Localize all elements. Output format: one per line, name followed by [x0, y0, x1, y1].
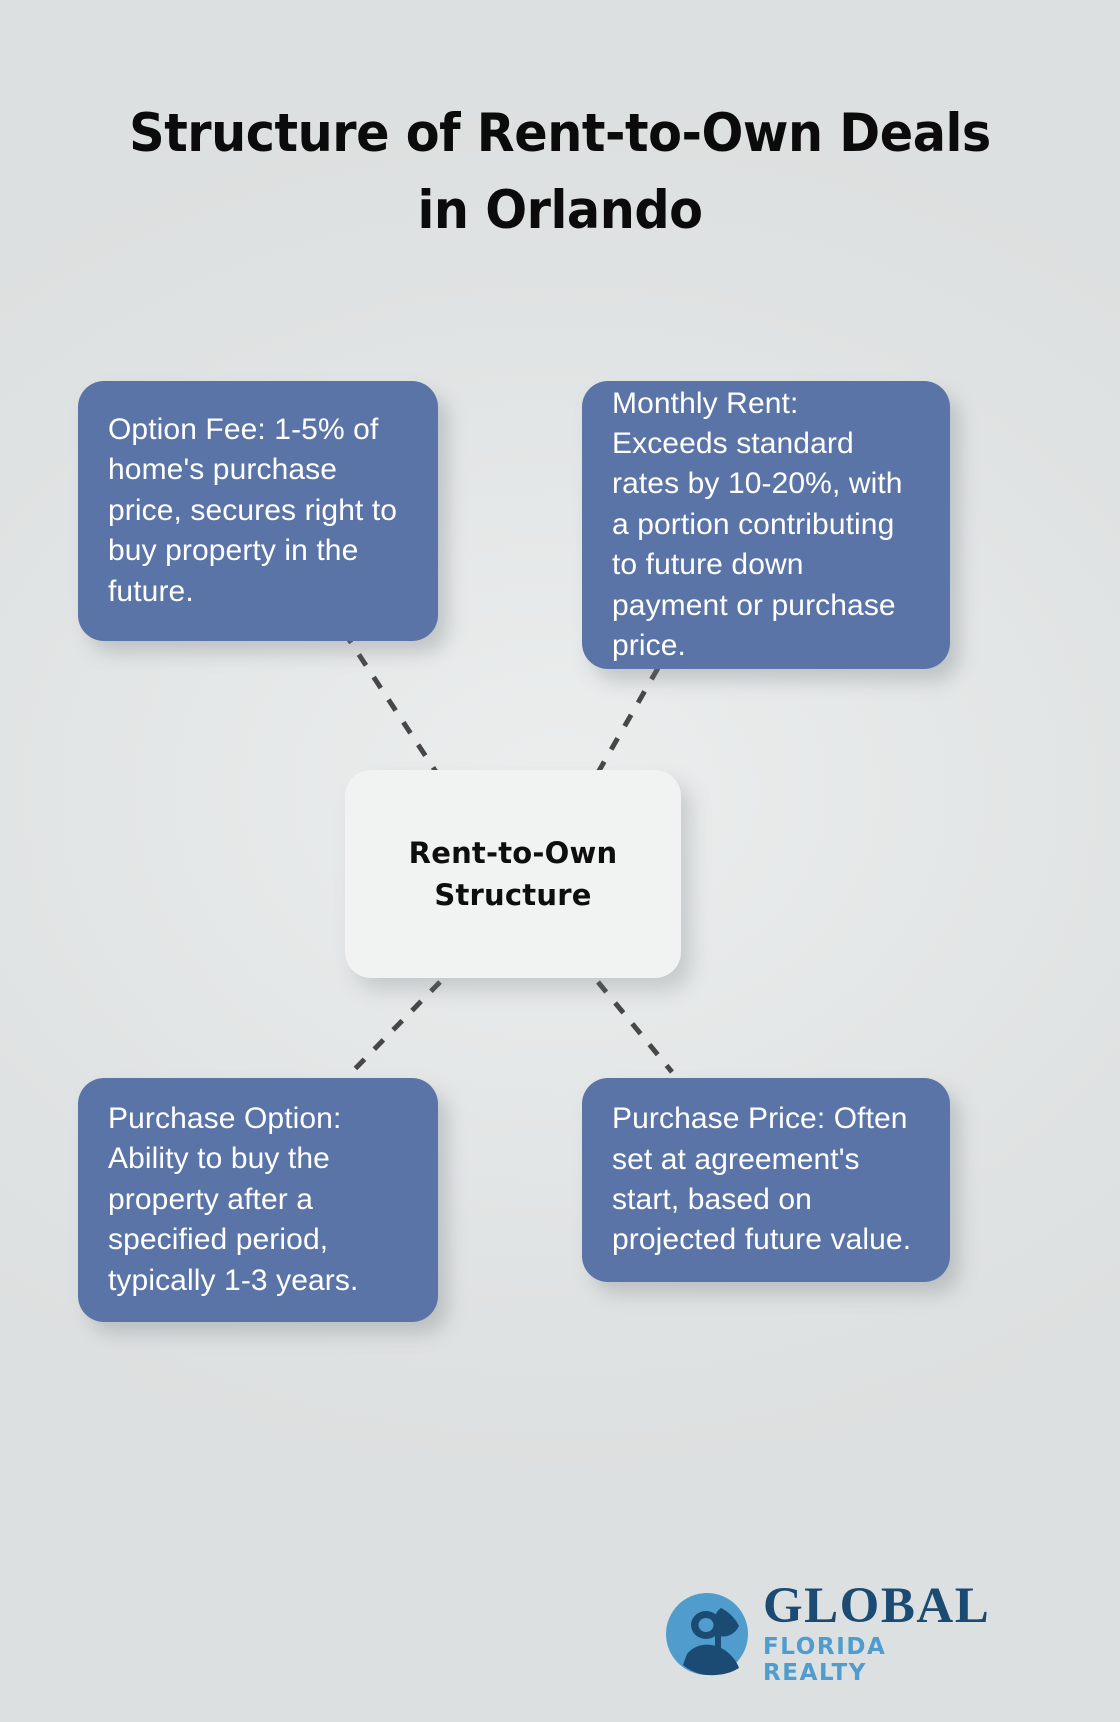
node-monthly-rent-text: Monthly Rent: Exceeds standard rates by …	[612, 386, 903, 662]
logo-name: GLOBAL	[763, 1577, 991, 1634]
page-title-line-1: Structure of Rent-to-Own Deals	[129, 103, 991, 164]
logo-tagline: FLORIDA REALTY	[763, 1633, 887, 1686]
page-title-line-2: in Orlando	[417, 179, 703, 241]
node-option-fee-text: Option Fee: 1-5% of home's purchase pric…	[108, 413, 398, 608]
node-center-label-line-2: Structure	[434, 878, 592, 912]
connector-center-to-purchase-option	[350, 980, 442, 1074]
node-monthly-rent[interactable]: Monthly Rent: Exceeds standard rates by …	[582, 381, 950, 669]
node-purchase-option-text: Purchase Option: Ability to buy the prop…	[108, 1102, 359, 1297]
node-purchase-price[interactable]: Purchase Price: Often set at agreement's…	[582, 1078, 950, 1282]
page-title: Structure of Rent-to-Own Deals in Orland…	[0, 96, 1120, 250]
connector-option-fee-to-center	[341, 630, 443, 780]
node-purchase-price-text: Purchase Price: Often set at agreement's…	[612, 1102, 912, 1257]
node-purchase-option[interactable]: Purchase Option: Ability to buy the prop…	[78, 1078, 438, 1322]
node-center-text: Rent-to-Own Structure	[365, 832, 661, 917]
brand-logo[interactable]: GLOBAL FLORIDA REALTY	[665, 1580, 989, 1686]
logo-wordmark: GLOBAL FLORIDA REALTY	[763, 1577, 991, 1687]
connector-monthly-rent-to-center	[593, 666, 661, 778]
globe-g-icon	[665, 1592, 749, 1676]
node-option-fee[interactable]: Option Fee: 1-5% of home's purchase pric…	[78, 381, 438, 641]
connector-center-to-purchase-price	[596, 980, 674, 1074]
node-center-label-line-1: Rent-to-Own	[408, 835, 618, 870]
node-center-rent-to-own-structure[interactable]: Rent-to-Own Structure	[345, 770, 681, 978]
